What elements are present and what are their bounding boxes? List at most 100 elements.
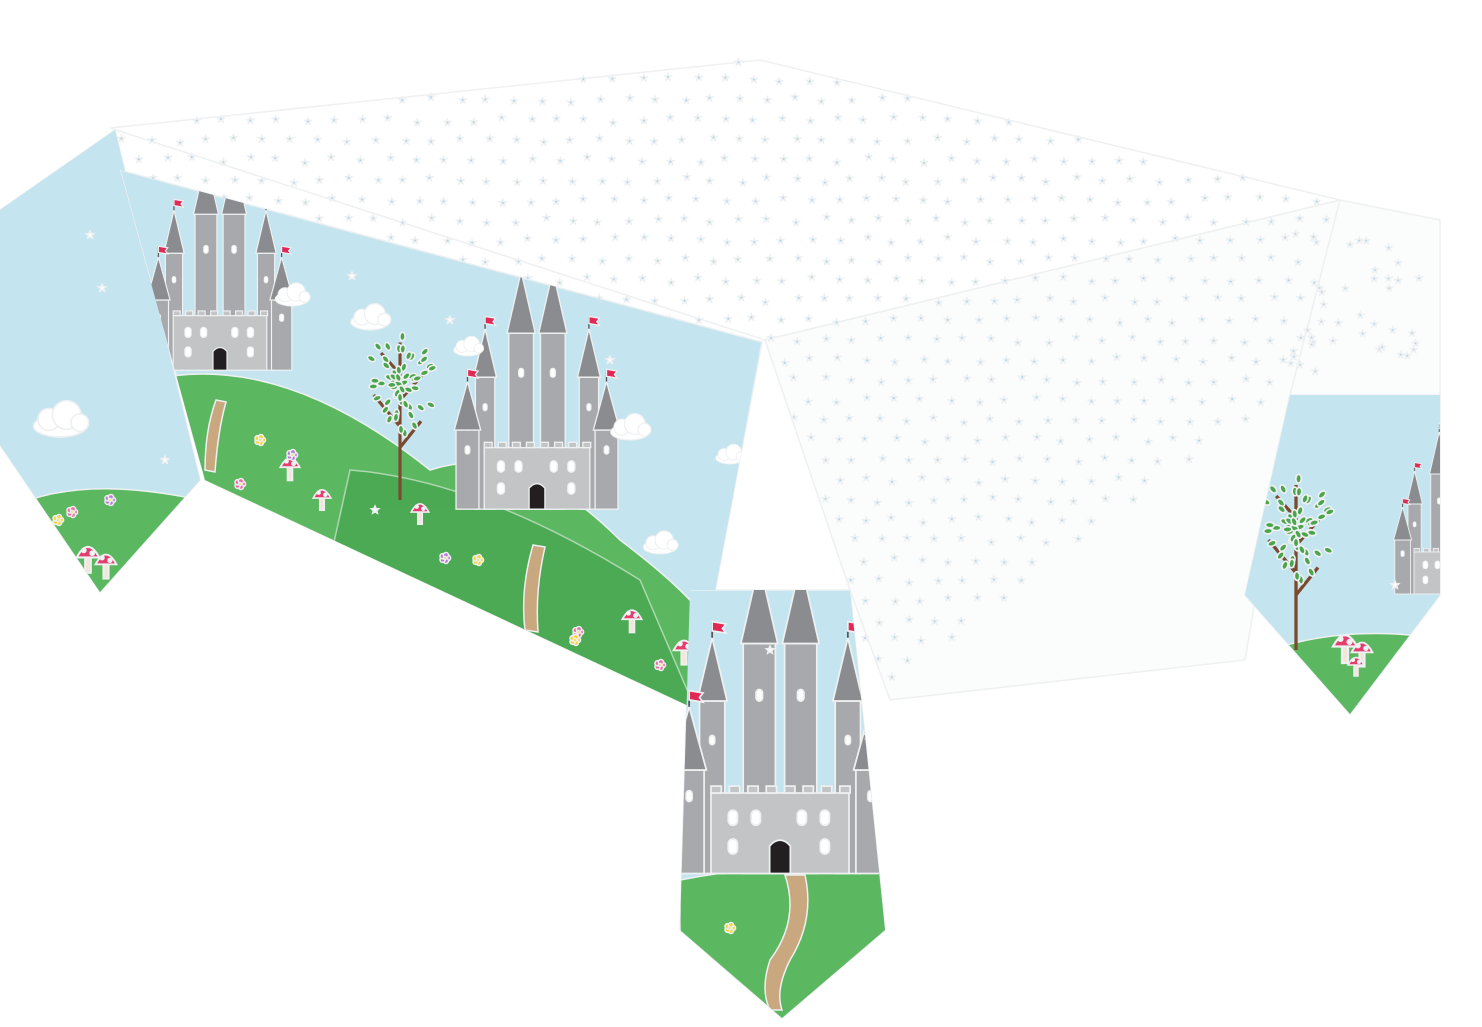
star-icon — [649, 94, 661, 104]
star-icon — [1369, 318, 1380, 329]
star-icon — [1311, 237, 1322, 247]
star-icon — [1193, 435, 1205, 445]
star-icon — [778, 192, 789, 203]
star-icon — [484, 133, 495, 143]
star-icon — [806, 271, 817, 282]
star-icon — [592, 216, 603, 227]
star-icon — [624, 135, 635, 146]
star-icon — [1124, 173, 1135, 184]
star-icon — [1071, 331, 1082, 342]
star-icon — [861, 192, 872, 203]
star-icon — [1143, 436, 1154, 447]
star-icon — [804, 153, 815, 163]
star-icon — [1280, 232, 1291, 242]
star-icon — [820, 371, 832, 382]
star-icon — [1029, 356, 1040, 366]
star-icon — [986, 537, 997, 547]
star-icon — [704, 216, 715, 227]
star-icon — [314, 213, 325, 223]
star-icon — [1155, 336, 1166, 347]
star-icon — [541, 212, 552, 223]
star-icon — [594, 132, 605, 143]
star-icon — [1354, 235, 1365, 245]
star-icon — [958, 417, 970, 428]
star-icon — [245, 151, 257, 162]
star-icon — [1086, 356, 1097, 366]
star-icon — [566, 253, 578, 263]
star-icon — [888, 392, 899, 403]
star-icon — [326, 192, 338, 203]
star-icon — [761, 171, 772, 182]
star-icon — [873, 653, 884, 664]
star-icon — [1030, 475, 1041, 486]
star-icon — [1029, 193, 1040, 203]
star-icon — [424, 172, 435, 183]
star-icon — [597, 255, 608, 266]
star-icon — [902, 215, 913, 226]
star-icon — [1269, 291, 1280, 302]
star-icon — [1139, 395, 1150, 406]
star-icon — [1001, 313, 1012, 323]
star-icon — [1306, 339, 1317, 349]
star-icon — [917, 554, 928, 565]
star-icon — [1138, 156, 1149, 167]
star-icon — [1138, 272, 1149, 283]
star-icon — [946, 152, 957, 163]
star-icon — [959, 453, 971, 464]
star-icon — [438, 196, 449, 206]
star-icon — [720, 276, 731, 286]
star-icon — [846, 334, 857, 345]
star-icon — [1314, 282, 1325, 293]
cloud-icon — [350, 302, 392, 331]
star-icon — [284, 133, 295, 144]
star-icon — [1016, 172, 1027, 183]
cloud-icon — [642, 530, 679, 555]
star-icon — [887, 153, 898, 164]
star-icon — [604, 354, 616, 365]
star-icon — [831, 317, 842, 327]
star-icon — [1180, 335, 1191, 346]
star-icon — [807, 234, 819, 244]
star-icon — [172, 172, 183, 183]
star-icon — [845, 494, 857, 505]
star-icon — [186, 151, 197, 162]
star-icon — [1290, 228, 1301, 239]
star-icon — [1043, 252, 1054, 262]
star-icon — [1222, 191, 1233, 202]
star-icon — [1264, 335, 1276, 345]
star-icon — [638, 72, 649, 83]
star-icon — [608, 273, 619, 284]
star-icon — [834, 434, 845, 444]
star-icon — [1183, 377, 1194, 387]
star-icon — [888, 111, 899, 122]
castle-door — [212, 347, 228, 371]
star-icon — [481, 217, 492, 228]
star-icon — [510, 217, 521, 228]
star-icon — [1402, 350, 1413, 360]
star-icon — [312, 134, 323, 144]
star-icon — [779, 357, 790, 368]
star-icon — [229, 174, 241, 185]
star-icon — [749, 236, 760, 247]
star-icon — [1129, 296, 1140, 307]
star-icon — [1377, 342, 1387, 352]
star-icon — [1294, 213, 1305, 223]
star-icon — [397, 217, 408, 228]
star-icon — [916, 472, 928, 482]
cloud-icon — [274, 282, 311, 307]
star-icon — [946, 513, 957, 524]
star-icon — [902, 135, 913, 146]
star-icon — [564, 134, 575, 145]
star-icon — [442, 235, 453, 246]
star-icon — [681, 171, 692, 182]
star-icon — [1057, 393, 1068, 404]
star-icon — [928, 494, 939, 505]
star-icon — [1045, 496, 1056, 507]
star-icon — [1057, 476, 1068, 487]
star-icon — [775, 235, 786, 245]
star-icon — [551, 196, 562, 206]
star-icon — [1111, 351, 1122, 362]
star-icon — [513, 256, 524, 266]
star-icon — [1142, 197, 1153, 207]
star-icon — [760, 296, 771, 307]
